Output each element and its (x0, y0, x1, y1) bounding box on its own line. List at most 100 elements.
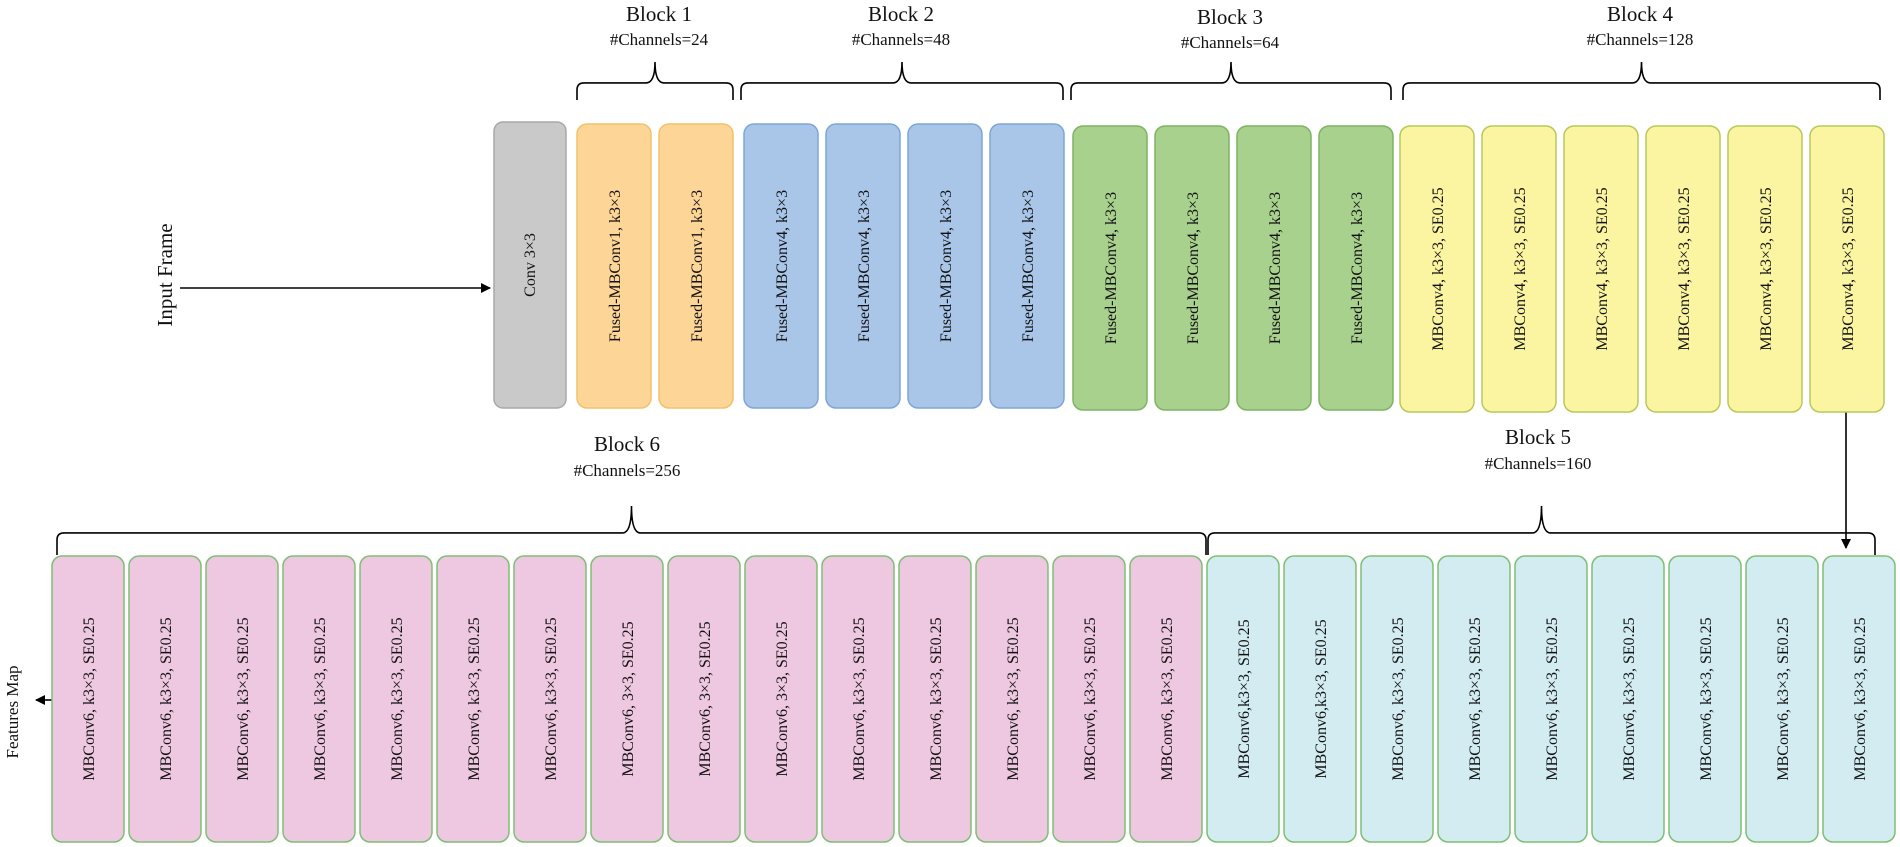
block4-layer-6-label: MBConv4, k3×3, SE0.25 (1840, 187, 1857, 350)
block6-layer-10: MBConv6, 3×3, SE0.25 (744, 555, 818, 843)
block6-layer-8-box (590, 555, 664, 843)
block6-layer-5-label: MBConv6, k3×3, SE0.25 (389, 617, 406, 780)
block5-layer-6: MBConv6, k3×3, SE0.25 (1591, 555, 1665, 843)
block3-layer-3-box (1236, 125, 1312, 411)
block1-layer-2-label: Fused-MBConv1, k3×3 (689, 190, 706, 342)
block6-layer-13-box (975, 555, 1049, 843)
block5-title: Block 5 (1505, 425, 1571, 449)
block6-layer-11-box (821, 555, 895, 843)
block5-layer-3: MBConv6, k3×3, SE0.25 (1360, 555, 1434, 843)
block6-layer-3-box (205, 555, 279, 843)
block4-brace (1402, 61, 1881, 100)
block3-layer-4-label: Fused-MBConv4, k3×3 (1349, 192, 1366, 344)
block2-layer-3: Fused-MBConv4, k3×3 (907, 123, 983, 409)
block6-layer-13: MBConv6, k3×3, SE0.25 (975, 555, 1049, 843)
block6-layer-14-box (1052, 555, 1126, 843)
block6-layer-15: MBConv6, k3×3, SE0.25 (1129, 555, 1203, 843)
block5-layer-2: MBConv6,k3×3, SE0.25 (1283, 555, 1357, 843)
block4-layer-4-box (1645, 125, 1721, 413)
block-braces (56, 61, 1881, 555)
block4-layer-5-label: MBConv4, k3×3, SE0.25 (1758, 187, 1775, 350)
block6-layer-4: MBConv6, k3×3, SE0.25 (282, 555, 356, 843)
block4-layer-1-box (1399, 125, 1475, 413)
block6-layer-9-label: MBConv6, 3×3, SE0.25 (697, 621, 714, 776)
block5-layer-1: MBConv6,k3×3, SE0.25 (1206, 555, 1280, 843)
block3-layer-2-box (1154, 125, 1230, 411)
block4-layer-6: MBConv4, k3×3, SE0.25 (1809, 125, 1885, 413)
block5-layer-8-box (1745, 555, 1819, 843)
block5-layer-3-label: MBConv6, k3×3, SE0.25 (1390, 617, 1407, 780)
block3-layer-3: Fused-MBConv4, k3×3 (1236, 125, 1312, 411)
block6-layer-12: MBConv6, k3×3, SE0.25 (898, 555, 972, 843)
block5-layer-4-box (1437, 555, 1511, 843)
block3-layer-1: Fused-MBConv4, k3×3 (1072, 125, 1148, 411)
block5-layer-6-label: MBConv6, k3×3, SE0.25 (1621, 617, 1638, 780)
block6-layer-3-label: MBConv6, k3×3, SE0.25 (235, 617, 252, 780)
block6-layer-4-label: MBConv6, k3×3, SE0.25 (312, 617, 329, 780)
block6-layer-15-box (1129, 555, 1203, 843)
block3-brace (1070, 61, 1392, 100)
block6-layer-5-box (359, 555, 433, 843)
block4-layer-1: MBConv4, k3×3, SE0.25 (1399, 125, 1475, 413)
block4-layer-1-label: MBConv4, k3×3, SE0.25 (1430, 187, 1447, 350)
block6-layer-6-label: MBConv6, k3×3, SE0.25 (466, 617, 483, 780)
block5-layer-5-box (1514, 555, 1588, 843)
block5-layer-9-label: MBConv6, k3×3, SE0.25 (1852, 617, 1869, 780)
block4-layer-5-box (1727, 125, 1803, 413)
block2-layer-4-box (989, 123, 1065, 409)
input-frame-label: Input Frame (153, 223, 177, 326)
block6-brace (56, 505, 1207, 555)
block4-title: Block 4 (1607, 2, 1673, 26)
block6-layer-11-label: MBConv6, k3×3, SE0.25 (851, 617, 868, 780)
block5-layer-6-box (1591, 555, 1665, 843)
block3-layer-4: Fused-MBConv4, k3×3 (1318, 125, 1394, 411)
block5-layer-9-box (1822, 555, 1896, 843)
block6-channels: #Channels=256 (574, 461, 681, 480)
block5-layer-7-box (1668, 555, 1742, 843)
block6-layer-15-label: MBConv6, k3×3, SE0.25 (1159, 617, 1176, 780)
block4-layer-4: MBConv4, k3×3, SE0.25 (1645, 125, 1721, 413)
block2-layer-4-label: Fused-MBConv4, k3×3 (1020, 190, 1037, 342)
block4-layer-3-box (1563, 125, 1639, 413)
block5-layer-5-label: MBConv6, k3×3, SE0.25 (1544, 617, 1561, 780)
block6-layer-2-box (128, 555, 202, 843)
block6-layer-7: MBConv6, k3×3, SE0.25 (513, 555, 587, 843)
block1-title: Block 1 (626, 2, 692, 26)
block5-layer-4: MBConv6, k3×3, SE0.25 (1437, 555, 1511, 843)
block6-layer-14: MBConv6, k3×3, SE0.25 (1052, 555, 1126, 843)
block6-layer-2-label: MBConv6, k3×3, SE0.25 (158, 617, 175, 780)
block6-layer-7-label: MBConv6, k3×3, SE0.25 (543, 617, 560, 780)
block6-layer-6: MBConv6, k3×3, SE0.25 (436, 555, 510, 843)
block3-layer-3-label: Fused-MBConv4, k3×3 (1267, 192, 1284, 344)
block6-layer-2: MBConv6, k3×3, SE0.25 (128, 555, 202, 843)
stem-conv-layer: Conv 3×3 (493, 121, 567, 409)
block1-channels: #Channels=24 (610, 30, 709, 49)
block2-brace (740, 61, 1064, 100)
block6-layer-11: MBConv6, k3×3, SE0.25 (821, 555, 895, 843)
block4-layer-2-box (1481, 125, 1557, 413)
block2-layer-1-label: Fused-MBConv4, k3×3 (774, 190, 791, 342)
block4-layer-5: MBConv4, k3×3, SE0.25 (1727, 125, 1803, 413)
block5-layer-7-label: MBConv6, k3×3, SE0.25 (1698, 617, 1715, 780)
block6-layer-10-box (744, 555, 818, 843)
block4-layer-4-label: MBConv4, k3×3, SE0.25 (1676, 187, 1693, 350)
block5-layer-1-box (1206, 555, 1280, 843)
block6-layer-1-label: MBConv6, k3×3, SE0.25 (81, 617, 98, 780)
block6-layer-5: MBConv6, k3×3, SE0.25 (359, 555, 433, 843)
block3-layer-2-label: Fused-MBConv4, k3×3 (1185, 192, 1202, 344)
block5-layer-2-box (1283, 555, 1357, 843)
block1-layer-2-box (658, 123, 734, 409)
block6-layer-9: MBConv6, 3×3, SE0.25 (667, 555, 741, 843)
block6-layer-14-label: MBConv6, k3×3, SE0.25 (1082, 617, 1099, 780)
block3-layer-1-box (1072, 125, 1148, 411)
block3-channels: #Channels=64 (1181, 33, 1280, 52)
block1-brace (576, 61, 734, 100)
block6-title: Block 6 (594, 432, 660, 456)
block4-channels: #Channels=128 (1587, 30, 1694, 49)
block2-layer-3-box (907, 123, 983, 409)
block4-layer-3: MBConv4, k3×3, SE0.25 (1563, 125, 1639, 413)
block4-layer-6-box (1809, 125, 1885, 413)
block5-layer-3-box (1360, 555, 1434, 843)
